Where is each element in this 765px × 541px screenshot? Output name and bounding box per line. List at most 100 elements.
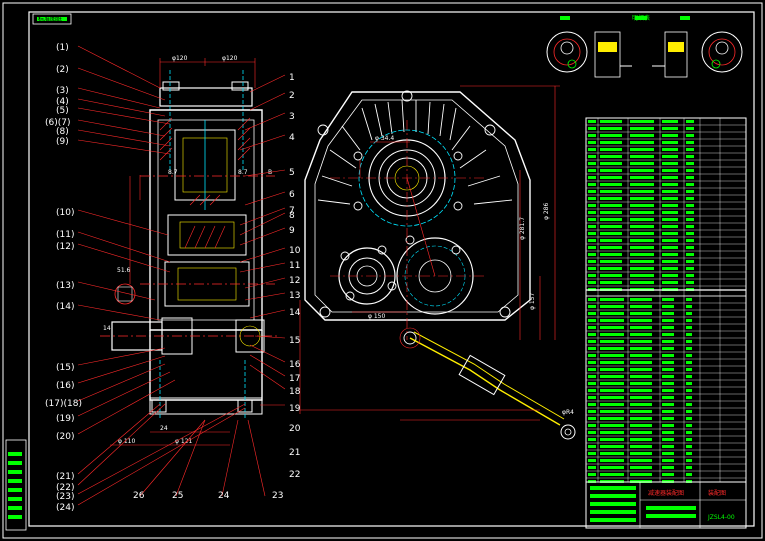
- table-cell: [588, 326, 596, 329]
- table-cell: [600, 466, 624, 469]
- left-side-bar: [5, 439, 27, 531]
- front-dimensions: [299, 85, 560, 421]
- table-cell: [686, 396, 692, 399]
- part-label-left: (19): [56, 414, 74, 424]
- part-label-left: (2): [56, 65, 69, 75]
- table-cell: [600, 354, 624, 357]
- table-cell: [686, 253, 694, 256]
- part-label-bottom: 23: [272, 491, 283, 501]
- table-cell: [588, 298, 596, 301]
- table-cell: [630, 410, 652, 413]
- table-cell: [588, 162, 596, 165]
- part-label-right: 19: [289, 404, 301, 414]
- table-cell: [662, 211, 678, 214]
- table-cell: [588, 333, 596, 336]
- part-label-right: 14: [289, 308, 301, 318]
- table-cell: [686, 382, 692, 385]
- table-cell: [600, 190, 622, 193]
- part-label-right: 4: [289, 133, 295, 143]
- table-cell: [630, 319, 652, 322]
- left-leaders: [77, 45, 246, 506]
- table-cell: [600, 148, 622, 151]
- table-cell: [686, 312, 692, 315]
- table-cell: [600, 410, 624, 413]
- table-cell: [630, 211, 654, 214]
- part-label-right: 16: [289, 360, 301, 370]
- title-block-code: JZSL4-00: [707, 514, 735, 521]
- table-cell: [630, 452, 652, 455]
- table-cell: [686, 148, 694, 151]
- part-label-right: 12: [289, 276, 300, 286]
- table-cell: [686, 298, 692, 301]
- table-cell: [662, 424, 674, 427]
- table-cell: [662, 368, 674, 371]
- table-cell: [630, 305, 652, 308]
- table-cell: [600, 218, 622, 221]
- table-cell: [630, 197, 654, 200]
- part-label-left: (17)(18): [45, 399, 82, 409]
- inner-frame: [28, 11, 755, 527]
- part-label-left: (9): [56, 137, 69, 147]
- table-cell: [630, 424, 652, 427]
- table-cell: [630, 368, 652, 371]
- part-label-left: (23): [56, 492, 74, 502]
- table-cell: [588, 134, 596, 137]
- table-cell: [662, 466, 674, 469]
- table-cell: [588, 148, 596, 151]
- table-cell: [686, 445, 692, 448]
- table-cell: [588, 204, 596, 207]
- table-cell: [630, 340, 652, 343]
- dim-bottom-2: φ 121: [175, 438, 193, 445]
- table-cell: [600, 417, 624, 420]
- table-cell: [630, 326, 652, 329]
- table-cell: [662, 354, 674, 357]
- table-cell: [630, 431, 652, 434]
- table-cell: [662, 403, 674, 406]
- table-cell: [600, 267, 622, 270]
- table-cell: [662, 239, 678, 242]
- table-cell: [662, 274, 678, 277]
- part-label-right: 6: [289, 190, 295, 200]
- dim-right-h2: φ 157: [529, 293, 536, 311]
- table-cell: [686, 424, 692, 427]
- table-cell: [588, 389, 596, 392]
- table-cell: [588, 340, 596, 343]
- table-cell: [600, 340, 624, 343]
- table-cell: [588, 347, 596, 350]
- table-cell: [630, 246, 654, 249]
- table-cell: [686, 141, 694, 144]
- part-label-right: 7: [289, 206, 295, 216]
- table-cell: [588, 452, 596, 455]
- table-cell: [686, 347, 692, 350]
- table-cell: [588, 260, 596, 263]
- table-cell: [588, 183, 596, 186]
- table-cell: [686, 326, 692, 329]
- parts-table: [585, 117, 747, 529]
- table-cell: [662, 260, 678, 263]
- table-cell: [662, 155, 678, 158]
- part-label-left: (20): [56, 432, 74, 442]
- table-cell: [630, 333, 652, 336]
- table-cell: [662, 134, 678, 137]
- dim-small-h: 14: [103, 325, 111, 332]
- right-leaders: [139, 74, 286, 497]
- header-tag: [32, 13, 72, 25]
- table-cell: [686, 169, 694, 172]
- table-cell: [630, 225, 654, 228]
- table-cell: [662, 459, 674, 462]
- table-cell: [686, 134, 694, 137]
- part-label-right: 3: [289, 112, 295, 122]
- table-cell: [588, 267, 596, 270]
- table-cell: [686, 333, 692, 336]
- table-cell: [630, 347, 652, 350]
- table-cell: [600, 347, 624, 350]
- part-label-right: 11: [289, 261, 300, 271]
- table-cell: [662, 417, 674, 420]
- table-cell: [588, 246, 596, 249]
- table-cell: [600, 375, 624, 378]
- table-cell: [588, 169, 596, 172]
- table-cell: [662, 333, 674, 336]
- table-cell: [588, 176, 596, 179]
- part-label-right: 21: [289, 448, 300, 458]
- aux-views: [546, 16, 743, 78]
